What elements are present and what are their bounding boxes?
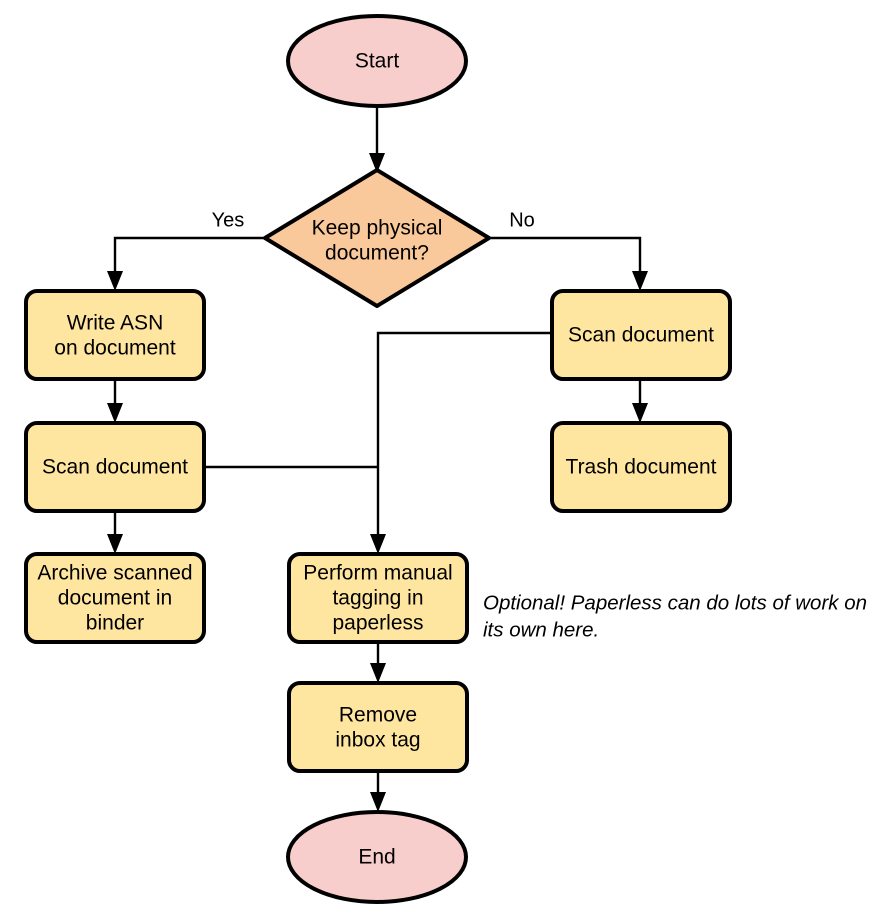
node-archive-scanned-document[interactable]: Archive scanned document in binder xyxy=(24,552,206,644)
arrowhead-icon xyxy=(370,663,386,683)
trash-document-rect[interactable] xyxy=(550,421,732,513)
node-start-label: Start xyxy=(355,50,400,73)
node-keep-physical-document[interactable]: Keep physical document? xyxy=(263,168,491,308)
write-asn-rect[interactable] xyxy=(24,289,206,381)
arrowhead-icon xyxy=(370,792,386,812)
node-tagging-label-line2: tagging in xyxy=(332,587,423,610)
tagging-rect[interactable] xyxy=(287,552,469,644)
edge-scan-right-to-tagging xyxy=(370,331,552,554)
edge-write-asn-to-scan-left xyxy=(107,379,123,423)
node-trash-document[interactable]: Trash document xyxy=(550,421,732,513)
annotation-line2: its own here. xyxy=(483,618,599,641)
edge-label-no: No xyxy=(509,209,535,231)
edge-line xyxy=(113,236,265,278)
node-perform-manual-tagging[interactable]: Perform manual tagging in paperless xyxy=(287,552,469,644)
node-write-asn-label-line1: Write ASN xyxy=(67,312,163,335)
edge-decision-to-scan-right: No xyxy=(489,209,648,291)
edge-tagging-to-untag xyxy=(370,642,386,683)
node-scan-document-right[interactable]: Scan document xyxy=(550,289,732,381)
node-scan-document-left[interactable]: Scan document xyxy=(24,421,206,513)
arrowhead-icon xyxy=(632,403,648,423)
arrowhead-icon xyxy=(632,271,648,291)
edge-line xyxy=(489,236,642,278)
arrowhead-icon xyxy=(107,403,123,423)
edge-start-to-decision xyxy=(369,106,385,173)
node-remove-inbox-tag-label-line2: inbox tag xyxy=(335,729,420,752)
arrowhead-icon xyxy=(107,271,123,291)
annotation-optional-note: Optional! Paperless can do lots of work … xyxy=(483,591,867,641)
node-remove-inbox-tag[interactable]: Remove inbox tag xyxy=(287,681,469,773)
node-scan-document-left-label: Scan document xyxy=(42,456,188,479)
node-end[interactable]: End xyxy=(286,810,468,904)
node-trash-document-label: Trash document xyxy=(566,456,717,479)
node-decision-label-line1: Keep physical xyxy=(312,217,443,240)
scan-document-right-rect[interactable] xyxy=(550,289,732,381)
node-decision-label-line2: document? xyxy=(325,242,429,265)
node-end-label: End xyxy=(358,846,395,869)
node-archive-label-line1: Archive scanned xyxy=(37,562,192,585)
start-ellipse[interactable] xyxy=(286,14,468,108)
annotation-line1: Optional! Paperless can do lots of work … xyxy=(483,591,867,614)
node-tagging-label-line3: paperless xyxy=(332,612,423,635)
node-scan-document-right-label: Scan document xyxy=(568,324,714,347)
decision-diamond[interactable] xyxy=(263,168,491,308)
edge-scan-left-to-archive xyxy=(107,511,123,554)
arrowhead-icon xyxy=(370,534,386,554)
node-tagging-label-line1: Perform manual xyxy=(303,562,452,585)
node-write-asn-on-document[interactable]: Write ASN on document xyxy=(24,289,206,381)
node-layer: Start Keep physical document? Write ASN … xyxy=(24,14,732,904)
node-write-asn-label-line2: on document xyxy=(54,337,176,360)
edge-label-yes: Yes xyxy=(212,209,245,231)
arrowhead-icon xyxy=(107,534,123,554)
edge-decision-to-write-asn: Yes xyxy=(107,209,265,291)
remove-inbox-tag-rect[interactable] xyxy=(287,681,469,773)
node-archive-label-line2: document in xyxy=(58,587,172,610)
node-start[interactable]: Start xyxy=(286,14,468,108)
archive-rect[interactable] xyxy=(24,552,206,644)
edge-scan-right-to-trash xyxy=(632,379,648,423)
edge-layer: Yes No xyxy=(107,106,648,812)
node-remove-inbox-tag-label-line1: Remove xyxy=(339,704,417,727)
end-ellipse[interactable] xyxy=(286,810,468,904)
edge-line xyxy=(376,331,552,541)
node-archive-label-line3: binder xyxy=(86,612,144,635)
arrowhead-icon xyxy=(369,153,385,173)
edge-untag-to-end xyxy=(370,771,386,812)
scan-document-left-rect[interactable] xyxy=(24,421,206,513)
